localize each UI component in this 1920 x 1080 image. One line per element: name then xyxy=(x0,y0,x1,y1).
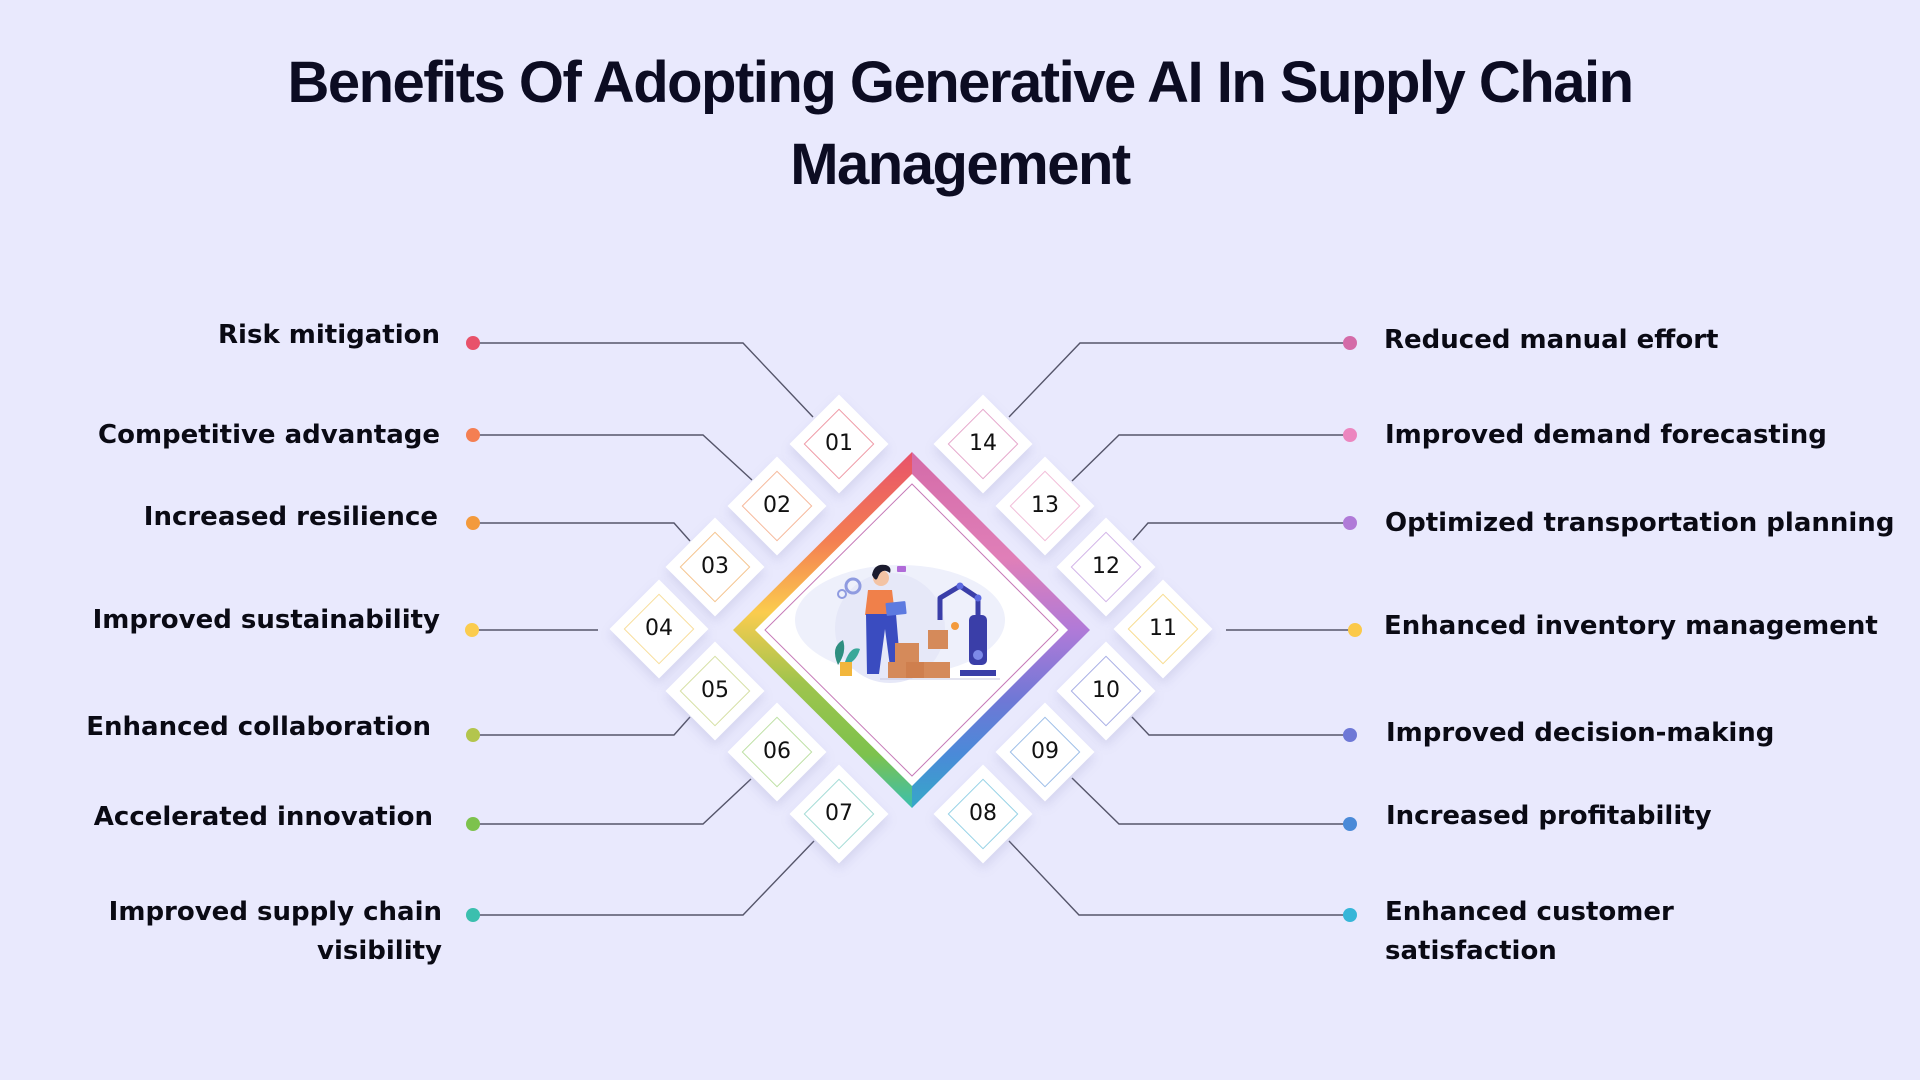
label-line-2: visibility xyxy=(317,936,442,966)
benefit-label-improved-sustainability: Improved sustainability xyxy=(92,605,440,635)
benefit-label-customer-satisfaction: Enhanced customer satisfaction xyxy=(1385,893,1674,971)
title-line-1: Benefits Of Adopting Generative AI In Su… xyxy=(287,50,1634,115)
benefit-number: 09 xyxy=(1031,739,1059,764)
benefit-number: 08 xyxy=(969,801,997,826)
benefit-number: 04 xyxy=(645,616,673,641)
benefit-label-increased-resilience: Increased resilience xyxy=(143,502,438,532)
title-line-2: Management xyxy=(790,132,1131,197)
benefit-label-accelerated-innovation: Accelerated innovation xyxy=(93,802,433,832)
benefit-number: 14 xyxy=(969,431,997,456)
benefit-number: 01 xyxy=(825,431,853,456)
benefit-label-reduced-manual-effort: Reduced manual effort xyxy=(1384,325,1719,355)
right-dots xyxy=(1343,336,1362,922)
benefit-number: 07 xyxy=(825,801,853,826)
benefit-label-transportation-planning: Optimized transportation planning xyxy=(1385,508,1895,538)
label-line-2: satisfaction xyxy=(1385,936,1557,966)
benefit-number: 02 xyxy=(763,493,791,518)
right-connectors xyxy=(1008,342,1355,916)
label-line-1: Enhanced customer xyxy=(1385,897,1674,927)
benefit-number: 12 xyxy=(1092,554,1120,579)
left-dots xyxy=(465,336,480,922)
left-connectors xyxy=(473,342,815,916)
benefit-number: 10 xyxy=(1092,678,1120,703)
label-line-1: Improved supply chain xyxy=(108,897,442,927)
benefit-number: 06 xyxy=(763,739,791,764)
benefit-number: 11 xyxy=(1149,616,1177,641)
benefit-label-supply-chain-visibility: Improved supply chain visibility xyxy=(109,893,442,971)
benefit-label-profitability: Increased profitability xyxy=(1386,801,1712,831)
page-title: Benefits Of Adopting Generative AI In Su… xyxy=(0,42,1920,206)
benefit-label-decision-making: Improved decision-making xyxy=(1386,718,1775,748)
benefit-label-demand-forecasting: Improved demand forecasting xyxy=(1385,420,1827,450)
benefit-label-competitive-advantage: Competitive advantage xyxy=(98,420,440,450)
benefit-number: 13 xyxy=(1031,493,1059,518)
benefit-label-enhanced-collaboration: Enhanced collaboration xyxy=(86,712,431,742)
benefit-label-risk-mitigation: Risk mitigation xyxy=(218,320,440,350)
supply-chain-illustration xyxy=(795,564,1005,683)
benefit-number: 05 xyxy=(701,678,729,703)
benefit-number: 03 xyxy=(701,554,729,579)
benefit-label-inventory-management: Enhanced inventory management xyxy=(1384,611,1878,641)
